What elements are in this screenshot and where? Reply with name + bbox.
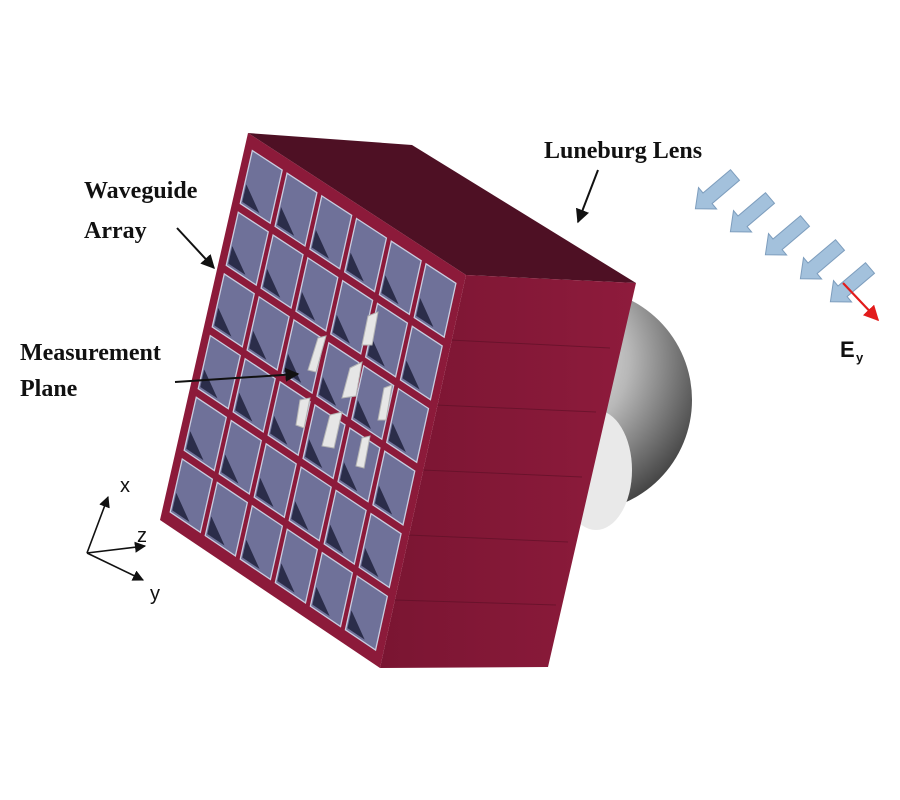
waveguide-cell-shadow xyxy=(200,369,218,399)
waveguide-cell-shadow xyxy=(207,516,225,546)
efield-vector xyxy=(842,282,880,322)
waveguide-cell-shadow xyxy=(221,454,239,484)
axis-y-label: y xyxy=(150,583,160,605)
waveguide-cell-shadow xyxy=(319,376,337,406)
efield-label: E xyxy=(840,337,855,362)
efield-subscript: y xyxy=(856,350,864,365)
axis-z-label: z xyxy=(137,525,147,547)
waveguide-cell-shadow xyxy=(381,275,399,305)
waveguide-cell-shadow xyxy=(277,563,295,593)
array-top-face xyxy=(248,133,636,283)
waveguide-cell-shadow xyxy=(235,392,253,422)
waveguide-cell-shadow xyxy=(311,229,329,259)
waveguide-cell-shadow xyxy=(340,462,358,492)
axis-x-label: x xyxy=(120,475,130,497)
waveguide-cell-shadow xyxy=(277,207,295,236)
waveguide-cell-shadow xyxy=(312,586,330,617)
waveguide-cells xyxy=(169,149,457,652)
waveguide-cell-shadow xyxy=(326,524,344,554)
incident-wave-arrow xyxy=(729,191,776,233)
waveguide-leader-arrow xyxy=(176,227,215,270)
waveguide-cell-shadow xyxy=(332,314,350,344)
waveguide-cell-shadow xyxy=(172,492,190,522)
waveguide-cell-shadow xyxy=(270,415,288,445)
waveguide-cell-shadow xyxy=(228,246,246,275)
waveguide-label-line1: Waveguide xyxy=(84,178,198,204)
waveguide-cell-shadow xyxy=(346,252,364,282)
waveguide-cell-shadow xyxy=(416,298,434,328)
waveguide-cell-shadow xyxy=(305,439,323,469)
waveguide-cell-shadow xyxy=(388,423,406,453)
incident-wave-arrows xyxy=(694,168,876,303)
waveguide-cell-shadow xyxy=(298,291,316,321)
waveguide-cell-shadow xyxy=(347,610,365,640)
waveguide-label-line2: Array xyxy=(84,218,147,244)
waveguide-cell-shadow xyxy=(186,431,204,461)
waveguide-cell-shadow xyxy=(263,269,281,298)
waveguide-cell-shadow xyxy=(249,330,267,360)
waveguide-cell-shadow xyxy=(242,539,260,570)
waveguide-cell-shadow xyxy=(214,307,232,337)
luneburg-leader-arrow xyxy=(575,169,599,224)
luneburg-label: Luneburg Lens xyxy=(544,138,702,164)
waveguide-cell-shadow xyxy=(256,477,274,507)
measurement-label-line1: Measurement xyxy=(20,340,161,366)
waveguide-cell-shadow xyxy=(291,501,309,531)
waveguide-cell-shadow xyxy=(353,399,371,429)
incident-wave-arrow xyxy=(764,214,811,256)
incident-wave-arrow xyxy=(694,168,741,210)
coordinate-axes xyxy=(86,495,147,581)
waveguide-cell-shadow xyxy=(375,485,393,515)
waveguide-cell-shadow xyxy=(242,184,260,214)
measurement-label-line2: Plane xyxy=(20,376,78,402)
waveguide-array xyxy=(160,133,636,668)
array-side-face xyxy=(380,275,636,668)
waveguide-cell-shadow xyxy=(402,360,420,390)
measurement-plane xyxy=(295,311,393,469)
waveguide-cell-shadow xyxy=(361,547,379,578)
incident-wave-arrow xyxy=(799,238,846,280)
measurement-leader-arrow xyxy=(174,367,300,383)
incident-wave-arrow xyxy=(829,261,876,303)
